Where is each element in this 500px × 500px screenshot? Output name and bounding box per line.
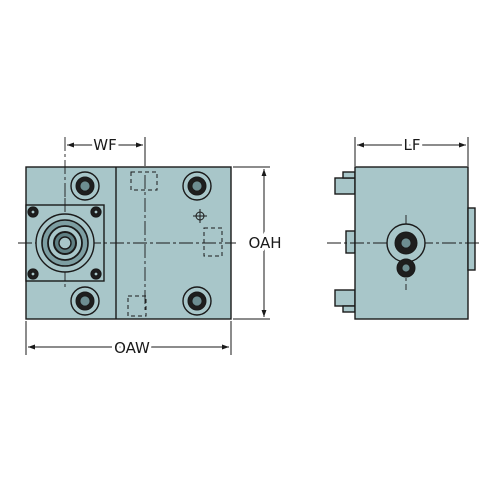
oaw-label: OAW xyxy=(114,339,150,357)
hidden-pocket-right xyxy=(203,227,223,257)
side-coolant-ports xyxy=(386,223,426,278)
wf-dimension xyxy=(64,137,146,200)
side-port-lower xyxy=(396,258,416,278)
flange-screw-tr xyxy=(90,206,102,218)
hidden-pocket-top xyxy=(130,171,158,191)
mounting-hole-4 xyxy=(182,286,212,316)
mounting-hole-3 xyxy=(70,286,100,316)
lf-label: LF xyxy=(404,136,421,154)
oah-label: OAH xyxy=(248,234,281,252)
side-stud-top xyxy=(334,177,356,195)
wf-label: WF xyxy=(93,136,116,154)
mounting-hole-2 xyxy=(182,171,212,201)
flange-screw-bl xyxy=(27,268,39,280)
side-stud-bottom-cap xyxy=(342,305,356,313)
side-stud-middle xyxy=(345,230,356,254)
side-stud-top-cap xyxy=(342,171,356,179)
side-tab xyxy=(467,207,476,271)
flange-screws xyxy=(27,206,102,280)
oaw-dimension xyxy=(25,321,232,355)
coupling-interface xyxy=(35,213,95,273)
side-port-upper xyxy=(386,223,426,263)
flange-screw-tl xyxy=(27,206,39,218)
mounting-hole-1 xyxy=(70,171,100,201)
flange-screw-br xyxy=(90,268,102,280)
coolant-port xyxy=(193,209,207,223)
hidden-features xyxy=(127,171,223,317)
side-stud-bottom xyxy=(334,289,356,307)
lf-dimension xyxy=(354,137,469,166)
hidden-pocket-bottom xyxy=(127,295,147,317)
oah-dimension xyxy=(233,166,270,320)
mounting-holes xyxy=(70,171,212,316)
